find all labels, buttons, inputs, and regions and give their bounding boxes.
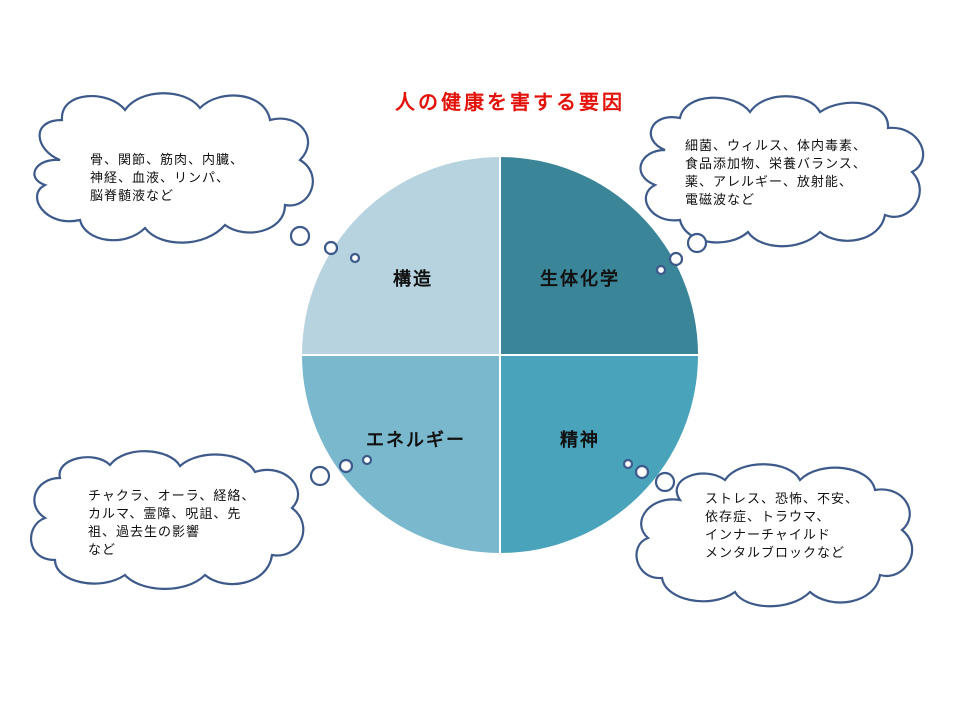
quadrant-mind (500, 355, 698, 553)
quadrant-label-energy: エネルギー (366, 430, 466, 451)
quadrant-structure (302, 157, 500, 355)
thought-bubble-large (654, 471, 676, 493)
cloud-text-biochemistry: 細菌、ウィルス、体内毒素、 食品添加物、栄養バランス、 薬、アレルギー、放射能、… (685, 138, 867, 210)
thought-cloud-biochemistry (639, 95, 925, 248)
cloud-line: 骨、関節、筋肉、内臓、 (90, 153, 245, 168)
thought-bubble-large (289, 225, 311, 247)
cloud-line: 食品添加物、栄養バランス、 (685, 157, 867, 172)
thought-bubble-medium (634, 464, 650, 480)
cloud-line: 神経、血液、リンパ、 (90, 171, 231, 186)
cloud-text-energy: チャクラ、オーラ、経絡、 カルマ、霊障、呪詛、先 祖、過去生の影響 など (88, 488, 255, 560)
cloud-line: 細菌、ウィルス、体内毒素、 (685, 139, 868, 154)
thought-bubble-medium (338, 458, 354, 474)
diagram-title: 人の健康を害する要因 (395, 90, 625, 114)
cloud-line: 脳脊髄液など (90, 189, 175, 204)
cloud-line: 依存症、トラウマ、 (705, 510, 831, 525)
quadrant-biochemistry (500, 157, 698, 355)
thought-bubble-medium (668, 251, 684, 267)
quadrant-label-mind: 精神 (560, 430, 600, 451)
thought-bubble-small (349, 252, 361, 264)
cloud-line: メンタルブロックなど (705, 546, 846, 561)
thought-cloud-energy (30, 450, 305, 590)
thought-bubble-small (361, 454, 373, 466)
thought-bubble-small (655, 264, 667, 276)
cloud-text-mind: ストレス、恐怖、不安、 依存症、トラウマ、 インナーチャイルド メンタルブロック… (705, 491, 859, 563)
cloud-line: ストレス、恐怖、不安、 (705, 492, 860, 507)
cloud-line: カルマ、霊障、呪詛、先 (88, 507, 242, 522)
quadrant-energy (302, 355, 500, 553)
quadrant-label-biochemistry: 生体化学 (540, 269, 620, 290)
cloud-text-structure: 骨、関節、筋肉、内臓、 神経、血液、リンパ、 脳脊髄液など (90, 152, 244, 206)
cloud-line: 祖、過去生の影響 (88, 525, 201, 540)
quadrant-label-structure: 構造 (393, 269, 433, 290)
cloud-line: インナーチャイルド (705, 528, 831, 543)
cloud-line: 電磁波など (685, 193, 756, 208)
thought-bubble-small (622, 458, 634, 470)
thought-cloud-mind (635, 463, 914, 608)
thought-bubble-medium (323, 240, 339, 256)
cloud-line: 薬、アレルギー、放射能、 (685, 175, 853, 190)
cloud-line: チャクラ、オーラ、経絡、 (88, 489, 256, 504)
thought-bubble-large (309, 465, 331, 487)
thought-bubble-large (686, 232, 708, 254)
cloud-line: など (88, 543, 117, 558)
thought-cloud-structure (33, 92, 314, 244)
